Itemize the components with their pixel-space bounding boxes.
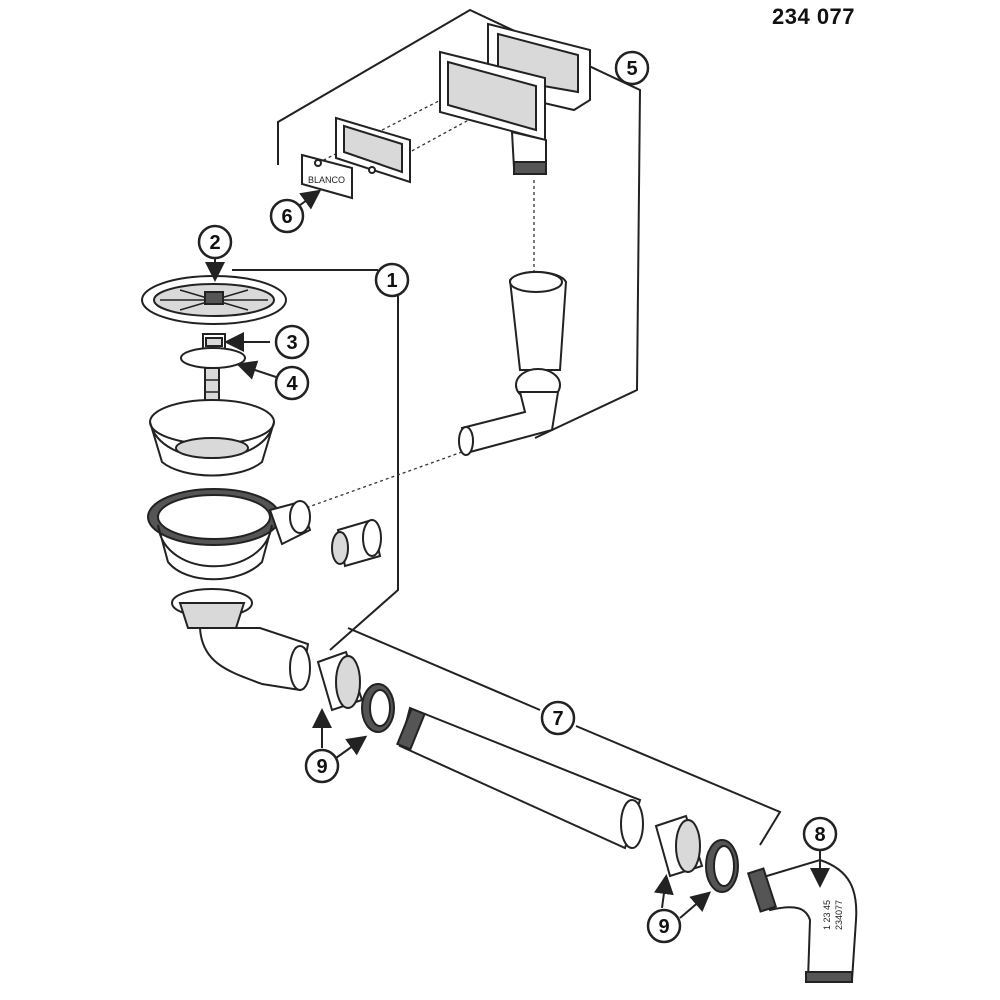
seal-lower: [705, 839, 739, 893]
callout-5: 5: [614, 50, 650, 86]
part-number: 234 077: [772, 4, 856, 29]
strainer-basket: [149, 399, 275, 477]
callout-7: 7: [540, 700, 576, 736]
overflow-tube: [458, 270, 568, 456]
svg-text:1: 1: [386, 270, 397, 292]
callout-1: 1: [374, 262, 410, 298]
callout-8: 8: [802, 816, 838, 852]
drain-pipe: [396, 706, 644, 850]
svg-text:3: 3: [286, 332, 297, 354]
seal-upper: [361, 683, 395, 733]
leader-9a-seal: [335, 735, 368, 759]
overflow-label: BLANCO: [308, 175, 345, 185]
svg-text:6: 6: [281, 206, 292, 228]
outlet-elbow: [171, 588, 311, 692]
bracket-7: [347, 627, 782, 846]
elbow-stamp-line-1: 234077: [834, 900, 844, 930]
nut-lower: [654, 814, 704, 878]
overflow-connector: [331, 518, 382, 568]
callout-2: 2: [197, 224, 233, 260]
svg-text:4: 4: [286, 373, 298, 395]
strainer-plate: [141, 275, 287, 325]
svg-text:2: 2: [209, 232, 220, 254]
callout-9-lower: 9: [646, 908, 682, 944]
svg-text:9: 9: [316, 756, 327, 778]
nut-upper: [316, 650, 364, 712]
callout-3: 3: [274, 324, 310, 360]
assembly-line-pipe: [299, 451, 463, 511]
svg-text:9: 9: [658, 916, 669, 938]
drain-body: [147, 488, 312, 581]
elbow-fitting: 234077 1 23 45: [746, 858, 858, 983]
callout-9-upper: 9: [304, 748, 340, 784]
leader-4: [236, 360, 277, 380]
svg-text:8: 8: [814, 824, 825, 846]
svg-text:7: 7: [552, 708, 563, 730]
svg-text:5: 5: [626, 58, 637, 80]
overflow-cover: BLANCO: [301, 116, 411, 200]
callout-4: 4: [274, 365, 310, 401]
leader-9b-seal: [679, 891, 712, 919]
callout-6: 6: [269, 198, 305, 234]
elbow-stamp-line-2: 1 23 45: [822, 900, 832, 930]
overflow-housing: [439, 22, 591, 175]
leader-9b-nut: [653, 874, 674, 909]
